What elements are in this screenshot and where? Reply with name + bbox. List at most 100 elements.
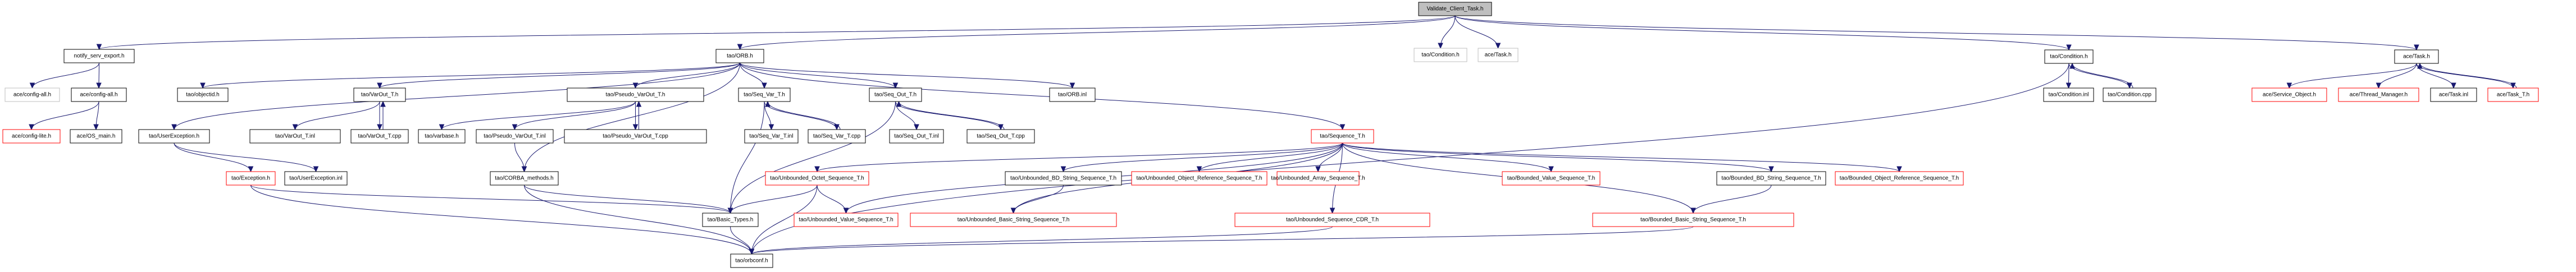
node-box <box>71 87 127 102</box>
edge-line <box>895 101 1001 130</box>
node-tao-seq-out-t-inl[interactable]: tao/Seq_Out_T.inl <box>889 129 944 144</box>
arrowhead-icon <box>377 82 382 89</box>
node-tao-unbounded-sequence-cdr-t-h[interactable]: tao/Unbounded_Sequence_CDR_T.h <box>1234 213 1430 227</box>
node-tao-unbounded-octet-sequence-t-h[interactable]: tao/Unbounded_Octet_Sequence_T.h <box>765 171 869 186</box>
node-tao-varout-t-h[interactable]: tao/VarOut_T.h <box>353 87 406 102</box>
node-label: tao/Bounded_Basic_String_Sequence_T.h <box>1640 217 1746 223</box>
node-tao-condition-h[interactable]: tao/Condition.h <box>2044 49 2094 64</box>
edge-line <box>817 185 846 214</box>
node-tao-bounded-object-reference-sequence-t-h[interactable]: tao/Bounded_Object_Reference_Sequence_T.… <box>1835 171 1964 186</box>
node-box <box>70 129 122 144</box>
node-box <box>1311 129 1374 144</box>
node-tao-orb-h[interactable]: tao/ORB.h <box>715 49 764 63</box>
node-ace-os-main-h[interactable]: ace/OS_main.h <box>70 129 122 144</box>
arrowhead-icon <box>1060 166 1066 173</box>
edge-task-to-taskt <box>2416 63 2516 89</box>
edge-seqt-to-uobjref <box>1196 142 1343 173</box>
arrowhead-icon <box>29 82 35 89</box>
node-tao-seq-out-t-h[interactable]: tao/Seq_Out_T.h <box>869 87 922 102</box>
edge-line <box>250 185 731 214</box>
node-ace-config-all-h: ace/config-all.h <box>4 87 60 102</box>
node-box <box>1005 171 1122 186</box>
edge-line <box>2416 63 2454 89</box>
node-tao-varout-t-inl[interactable]: tao/VarOut_T.inl <box>249 129 341 144</box>
node-box <box>249 129 341 144</box>
node-box <box>1276 171 1360 186</box>
edge-line <box>174 62 740 130</box>
node-label: tao/Seq_Out_T.cpp <box>977 133 1025 140</box>
edge-line <box>740 62 1073 89</box>
node-ace-task-inl[interactable]: ace/Task.inl <box>2430 87 2477 102</box>
node-tao-condition-inl[interactable]: tao/Condition.inl <box>2043 87 2094 102</box>
node-box <box>2 129 61 144</box>
node-tao-orb-inl[interactable]: tao/ORB.inl <box>1049 87 1096 102</box>
node-tao-seq-out-t-cpp[interactable]: tao/Seq_Out_T.cpp <box>966 129 1035 144</box>
node-tao-userexception-h[interactable]: tao/UserException.h <box>138 129 210 144</box>
node-ace-config-lite-h[interactable]: ace/config-lite.h <box>2 129 61 144</box>
node-box <box>4 87 60 102</box>
node-label: tao/VarOut_T.cpp <box>358 133 402 140</box>
edge-task-to-svcobj <box>2286 63 2417 89</box>
node-tao-pseudo-varout-t-h[interactable]: tao/Pseudo_VarOut_T.h <box>567 87 704 102</box>
node-tao-seq-var-t-cpp[interactable]: tao/Seq_Var_T.cpp <box>808 129 866 144</box>
node-tao-bounded-basic-string-sequence-t-h[interactable]: tao/Bounded_Basic_String_Sequence_T.h <box>1592 213 1794 227</box>
node-tao-pseudo-varout-t-cpp[interactable]: tao/Pseudo_VarOut_T.cpp <box>564 129 707 144</box>
node-label: tao/Bounded_Value_Sequence_T.h <box>1507 176 1595 182</box>
node-label: tao/UserException.inl <box>289 176 343 182</box>
node-tao-bounded-value-sequence-t-h[interactable]: tao/Bounded_Value_Sequence_T.h <box>1502 171 1601 186</box>
node-tao-corba-methods-h[interactable]: tao/CORBA_methods.h <box>490 171 559 186</box>
node-tao-seq-var-t-inl[interactable]: tao/Seq_Var_T.inl <box>744 129 799 144</box>
node-ace-task-h[interactable]: ace/Task.h <box>2394 49 2439 64</box>
node-box <box>794 213 899 227</box>
node-box <box>1592 213 1794 227</box>
node-label: tao/Unbounded_Sequence_CDR_T.h <box>1286 217 1379 223</box>
node-tao-userexception-inl[interactable]: tao/UserException.inl <box>284 171 348 186</box>
edge-root-to-notify <box>96 15 1456 50</box>
node-tao-orbconf-h[interactable]: tao/orbconf.h <box>730 253 773 268</box>
node-tao-seq-var-t-h[interactable]: tao/Seq_Var_T.h <box>738 87 791 102</box>
node-tao-exception-h[interactable]: tao/Exception.h <box>226 171 276 186</box>
node-label: tao/Pseudo_VarOut_T.inl <box>484 133 545 140</box>
arrowhead-icon <box>1339 124 1346 131</box>
node-tao-varbase-h[interactable]: tao/varbase.h <box>418 129 466 144</box>
node-tao-varout-t-cpp[interactable]: tao/VarOut_T.cpp <box>350 129 409 144</box>
arrowhead-icon <box>1768 166 1774 173</box>
node-tao-unbounded-value-sequence-t-h[interactable]: tao/Unbounded_Value_Sequence_T.h <box>794 213 899 227</box>
node-tao-objectid-h[interactable]: tao/objectid.h <box>177 87 229 102</box>
node-ace-thread-manager-h[interactable]: ace/Thread_Manager.h <box>2338 87 2419 102</box>
arrowhead-icon <box>2414 44 2419 51</box>
node-ace-task-t-h[interactable]: ace/Task_T.h <box>2487 87 2539 102</box>
edge-cfgall-to-osmain <box>93 101 99 131</box>
arrowhead-icon <box>96 44 102 50</box>
node-notify-serv-export-h[interactable]: notify_serv_export.h <box>63 49 135 63</box>
node-label: tao/Unbounded_Value_Sequence_T.h <box>799 217 893 223</box>
node-ace-config-all-h[interactable]: ace/config-all.h <box>71 87 127 102</box>
edge-root-to-cond_g <box>1438 15 1456 49</box>
node-label: tao/Condition.h <box>1421 52 1459 58</box>
edge-notify-to-cfgall <box>96 62 102 89</box>
arrowhead-icon <box>914 124 919 131</box>
node-tao-sequence-t-h[interactable]: tao/Sequence_T.h <box>1311 129 1374 144</box>
node-tao-unbounded-bd-string-sequence-t-h[interactable]: tao/Unbounded_BD_String_Sequence_T.h <box>1005 171 1122 186</box>
edge-line <box>1013 185 1064 214</box>
node-tao-bounded-bd-string-sequence-t-h[interactable]: tao/Bounded_BD_String_Sequence_T.h <box>1716 171 1826 186</box>
node-box <box>2043 87 2094 102</box>
node-ace-service-object-h[interactable]: ace/Service_Object.h <box>2251 87 2327 102</box>
node-tao-unbounded-array-sequence-t-h[interactable]: tao/Unbounded_Array_Sequence_T.h <box>1271 171 1365 186</box>
arrowhead-icon <box>1196 166 1202 173</box>
node-tao-condition-cpp[interactable]: tao/Condition.cpp <box>2103 87 2156 102</box>
node-box <box>2044 49 2094 64</box>
node-label: tao/Seq_Out_T.h <box>874 92 917 98</box>
node-label: tao/Basic_Types.h <box>708 217 754 223</box>
edge-pseudoinl-to-corba <box>514 142 527 173</box>
edge-orb-to-seqt <box>740 62 1346 131</box>
edge-varout-to-varoutcpp <box>377 101 382 131</box>
node-label: tao/Condition.inl <box>2049 92 2089 98</box>
edge-seqt-to-bvalue <box>1342 142 1554 173</box>
node-tao-basic-types-h[interactable]: tao/Basic_Types.h <box>702 213 759 227</box>
edge-seqvar-to-seqvarcpp <box>764 101 840 131</box>
node-box <box>889 129 944 144</box>
node-tao-unbounded-object-reference-sequence-t-h[interactable]: tao/Unbounded_Object_Reference_Sequence_… <box>1131 171 1268 186</box>
node-tao-pseudo-varout-t-inl[interactable]: tao/Pseudo_VarOut_T.inl <box>476 129 554 144</box>
node-tao-unbounded-basic-string-sequence-t-h[interactable]: tao/Unbounded_Basic_String_Sequence_T.h <box>910 213 1117 227</box>
